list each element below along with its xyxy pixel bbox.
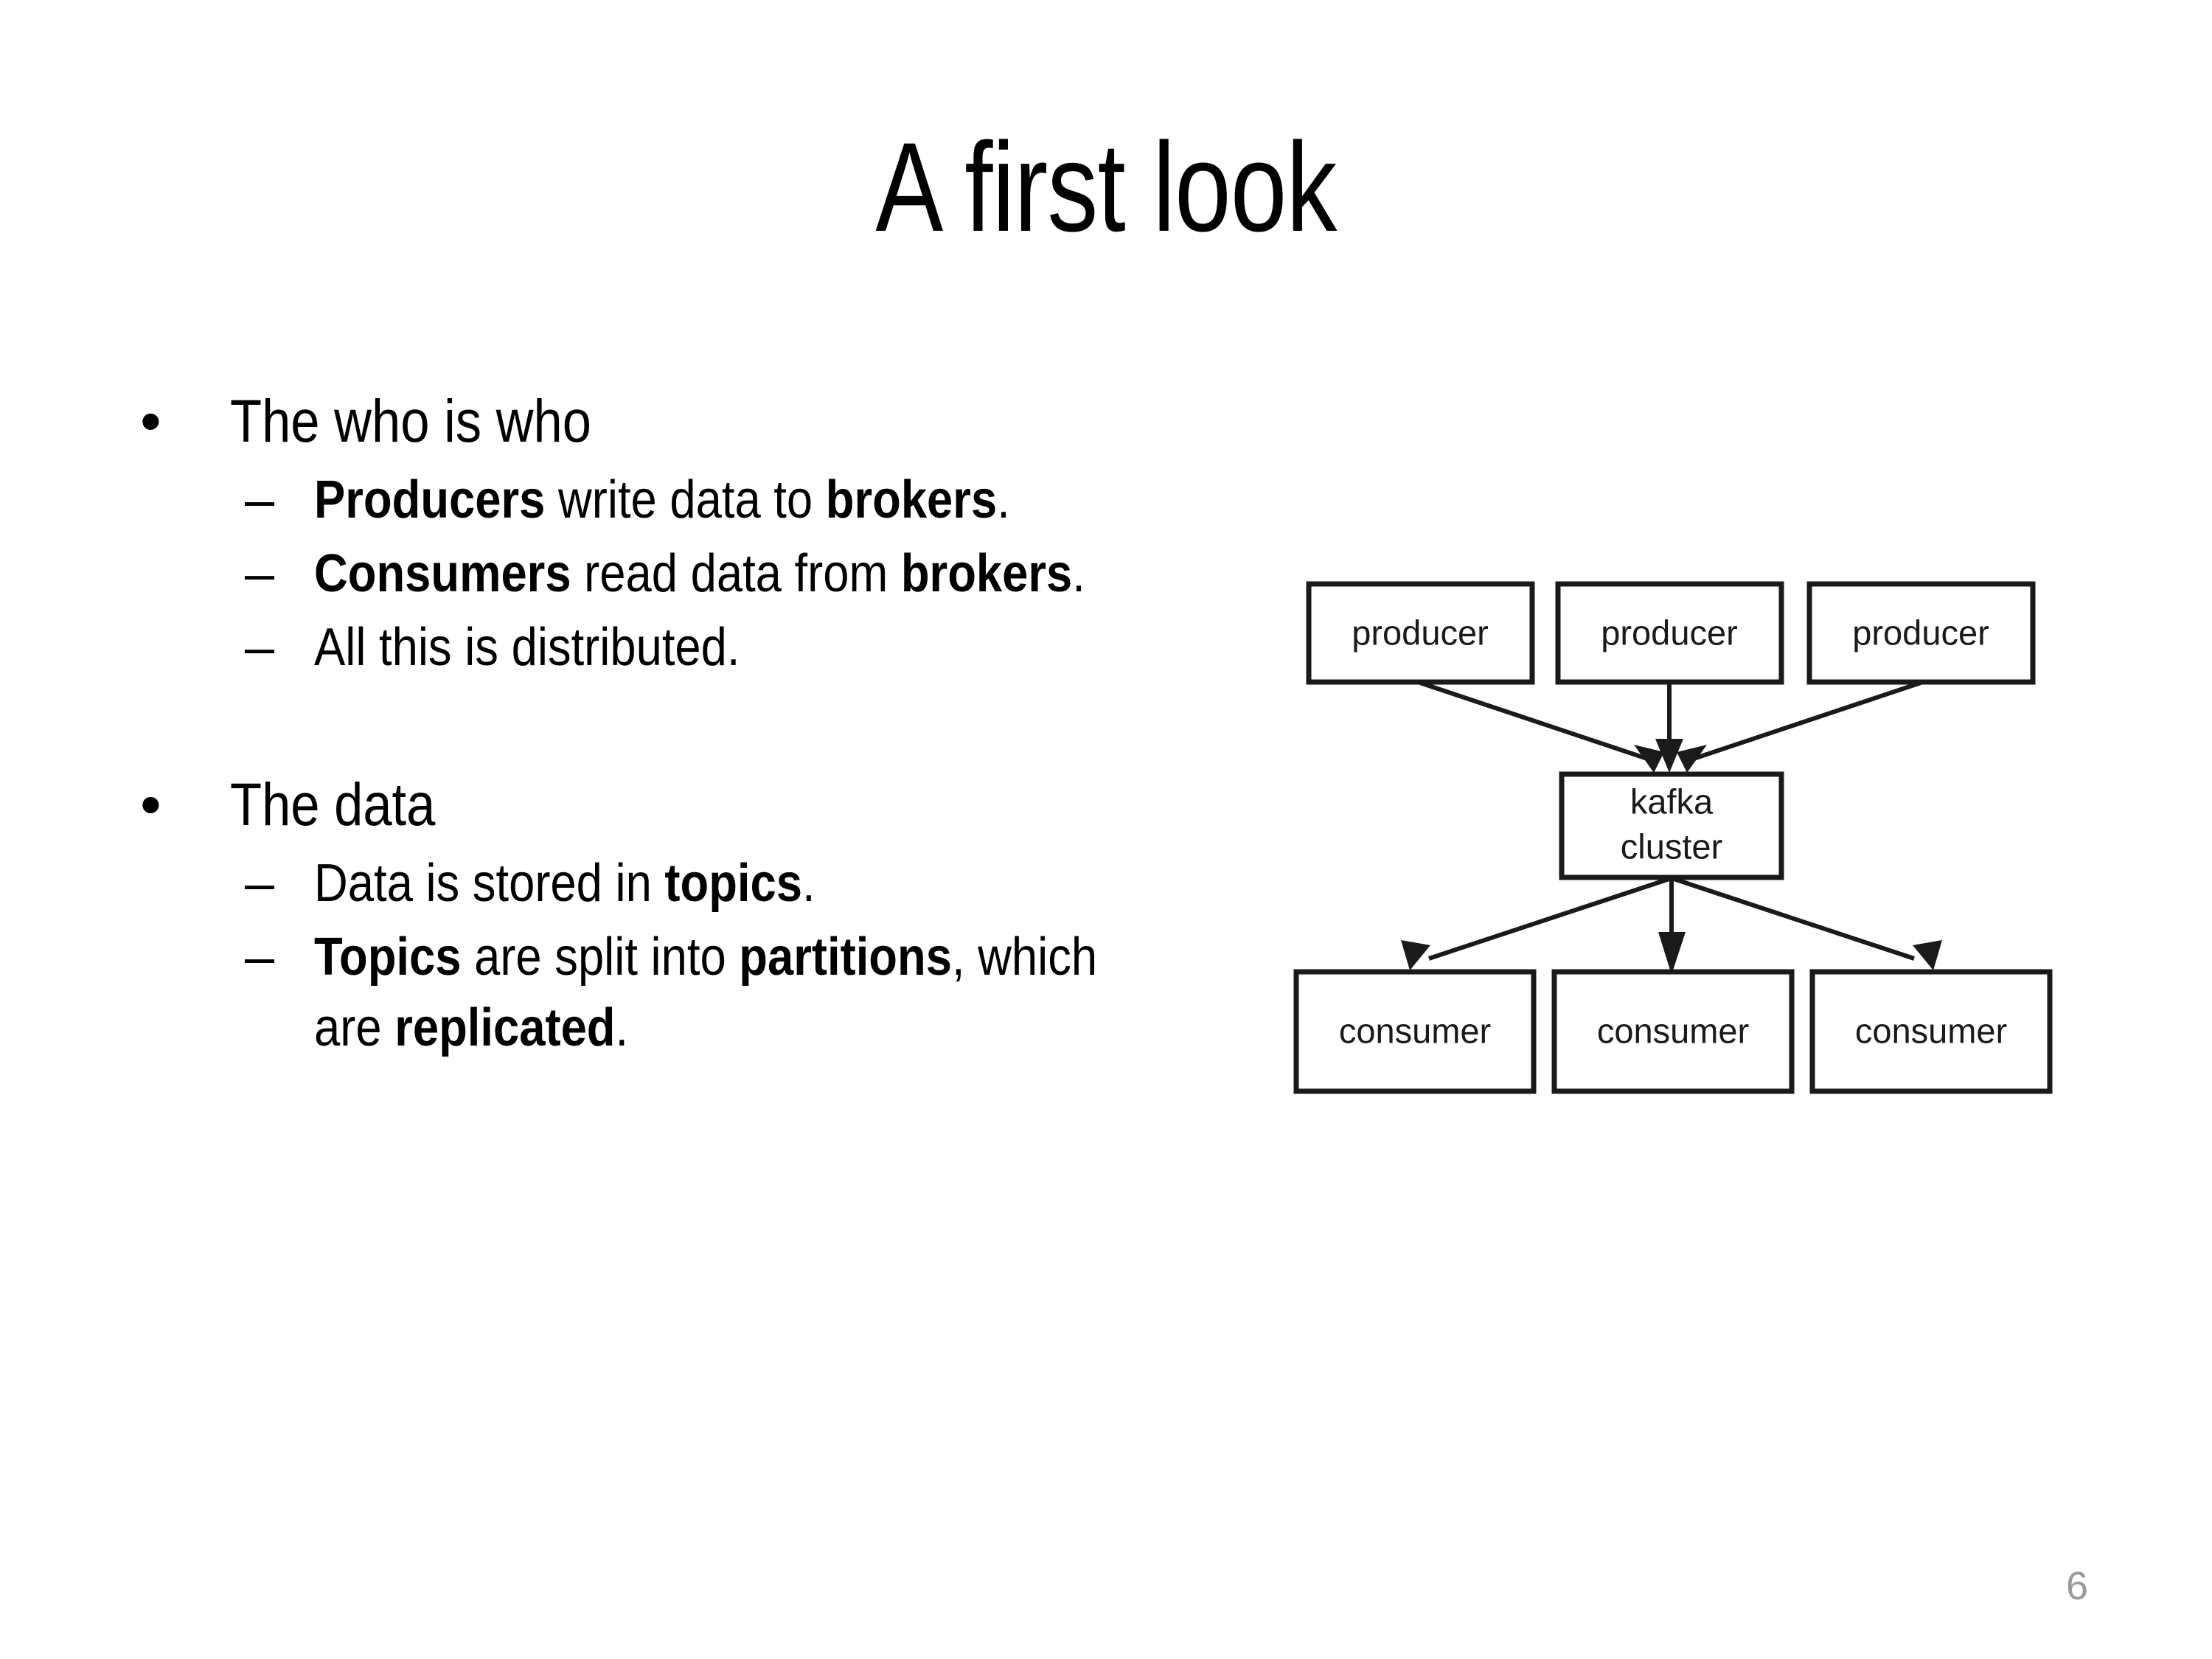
slide-body-content: • The who is who – Producers write data …	[133, 383, 1224, 1066]
edge-producer1-to-kafka	[1419, 681, 1664, 773]
plain-run: .	[997, 470, 1010, 529]
node-label: producer	[1352, 613, 1489, 652]
plain-run: read data from	[571, 544, 901, 603]
bullet-sub-text: All this is distributed.	[314, 612, 1115, 683]
bullet-section-the-data: • The data – Data is stored in topics. –…	[133, 767, 1224, 1063]
plain-run: are split into	[461, 928, 740, 987]
bullet-dot-icon: •	[140, 771, 161, 838]
bold-term-topics: Topics	[314, 928, 462, 987]
bold-term-producers: Producers	[314, 470, 546, 529]
edge-kafka-to-consumer1	[1401, 876, 1672, 970]
bullet-item-level2: – Producers write data to brokers.	[133, 465, 1224, 535]
bullet-item-level2: – Data is stored in topics.	[133, 848, 1224, 919]
node-label-line2: cluster	[1621, 827, 1722, 866]
node-producer-1: producer	[1306, 581, 1535, 685]
bullet-dash-icon: –	[245, 928, 275, 987]
bold-term-topics: topics	[664, 854, 803, 913]
bullet-dash-icon: –	[245, 618, 275, 677]
bullet-sub-text: Topics are split into partitions, which …	[314, 922, 1115, 1063]
bold-term-replicated: replicated	[394, 998, 616, 1057]
bullet-sub-text: Producers write data to brokers.	[314, 465, 1115, 535]
bullet-section-who-is-who: • The who is who – Producers write data …	[133, 383, 1224, 683]
plain-run: Data is stored in	[314, 854, 665, 913]
node-consumer-3: consumer	[1809, 969, 2053, 1094]
node-producer-3: producer	[1806, 581, 2036, 685]
node-label-line1: kafka	[1630, 782, 1714, 821]
plain-run: , which are	[314, 928, 1098, 1057]
bold-term-brokers: brokers	[900, 544, 1073, 603]
edge-producer2-to-kafka	[1655, 683, 1683, 773]
plain-run: .	[615, 998, 629, 1057]
node-label: consumer	[1597, 1011, 1749, 1050]
edge-kafka-to-consumer3	[1671, 876, 1942, 970]
section-spacer	[133, 686, 1224, 767]
kafka-architecture-diagram: producer producer producer	[1283, 568, 2072, 1106]
bullet-sub-text: Data is stored in topics.	[314, 848, 1115, 919]
bullet-item-level1: • The data	[133, 767, 1224, 844]
bold-term-partitions: partitions	[739, 928, 952, 987]
node-label: consumer	[1855, 1011, 2007, 1050]
bullet-heading-text: The who is who	[230, 388, 591, 455]
bullet-item-level1: • The who is who	[133, 383, 1224, 460]
bullet-dot-icon: •	[140, 388, 161, 455]
node-producer-2: producer	[1555, 581, 1784, 685]
edge-producer3-to-kafka	[1677, 681, 1921, 773]
plain-run: write data to	[545, 470, 826, 529]
node-kafka-cluster: kafka cluster	[1559, 771, 1784, 880]
bullet-item-level2: – Topics are split into partitions, whic…	[133, 922, 1224, 1063]
plain-run: All this is distributed.	[314, 618, 740, 677]
plain-run: .	[1072, 544, 1085, 603]
node-label: producer	[1601, 613, 1738, 652]
node-label: producer	[1852, 613, 1989, 652]
bullet-item-level2: – Consumers read data from brokers.	[133, 538, 1224, 609]
bullet-item-level2: – All this is distributed.	[133, 612, 1224, 683]
node-consumer-2: consumer	[1551, 969, 1795, 1094]
bullet-sub-text: Consumers read data from brokers.	[314, 538, 1115, 609]
page-title: A first look	[875, 116, 1337, 258]
bullet-dash-icon: –	[245, 854, 275, 913]
node-label: consumer	[1339, 1011, 1491, 1050]
bullet-dash-icon: –	[245, 544, 275, 603]
edge-kafka-to-consumer2	[1658, 878, 1686, 975]
plain-run: .	[802, 854, 815, 913]
node-consumer-1: consumer	[1293, 969, 1537, 1094]
bullet-heading-text: The data	[230, 771, 436, 838]
page-number: 6	[2065, 1564, 2088, 1608]
bold-term-brokers: brokers	[825, 470, 998, 529]
bullet-dash-icon: –	[245, 470, 275, 529]
bold-term-consumers: Consumers	[314, 544, 571, 603]
